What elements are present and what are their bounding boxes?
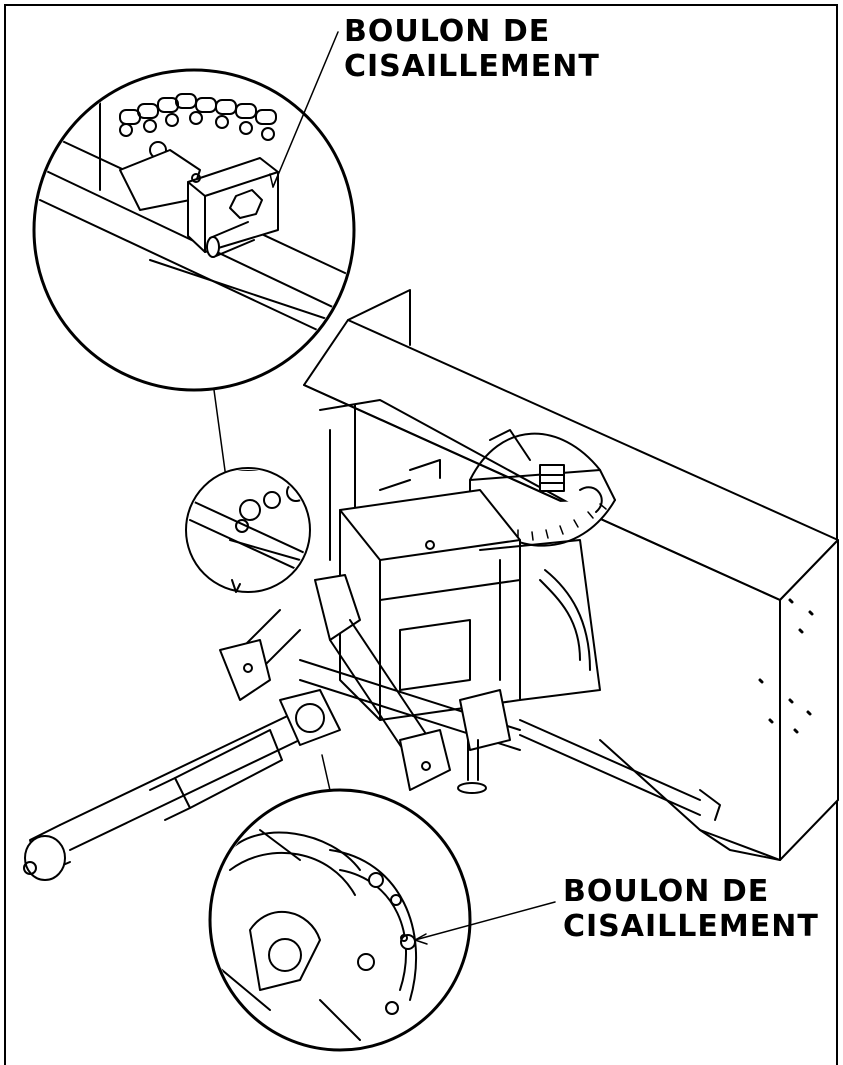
shear-bolt-detail-bottom (358, 873, 415, 1014)
top-callout-leader (273, 32, 338, 187)
top-callout-line1: BOULON DE (344, 14, 551, 49)
page-border (4, 4, 838, 1065)
drive-chain (120, 94, 276, 158)
hitch-frame (220, 575, 720, 820)
bottom-callout-leader (415, 902, 555, 940)
bottom-detail-circle (210, 790, 470, 1050)
bottom-callout-label: BOULON DE CISAILLEMENT (563, 874, 819, 944)
bottom-callout-line1: BOULON DE (563, 874, 770, 909)
top-detail-circle (34, 60, 360, 390)
top-callout-line2: CISAILLEMENT (344, 49, 600, 84)
shear-bolt-detail (188, 158, 278, 257)
pto-shaft (24, 690, 340, 880)
snowblower-housing (304, 290, 838, 860)
bottom-callout-line2: CISAILLEMENT (563, 909, 819, 944)
side-drive-circle (186, 468, 320, 592)
top-callout-label: BOULON DE CISAILLEMENT (344, 14, 600, 84)
gearbox-frame (340, 460, 600, 720)
